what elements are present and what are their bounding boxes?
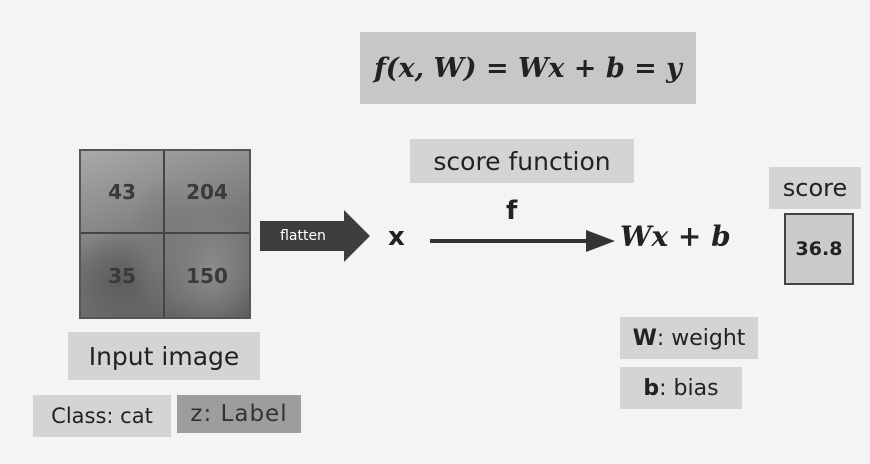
flatten-label: flatten (280, 228, 326, 244)
pixel-value: 150 (186, 263, 228, 288)
class-label: Class: cat (33, 395, 171, 437)
bias-text: : bias (659, 375, 719, 401)
z-label: z: Label (177, 395, 301, 433)
function-arrow (430, 230, 615, 252)
result-expression: Wx + b (620, 220, 731, 253)
score-function-label: score function (410, 139, 634, 183)
function-symbol: f (506, 196, 518, 226)
pixel-value: 43 (81, 151, 165, 234)
weight-text: : weight (656, 325, 746, 351)
score-label: score (769, 167, 861, 209)
weight-key: W (632, 325, 657, 351)
bias-legend: b: bias (620, 367, 742, 409)
flatten-arrow (260, 210, 370, 262)
score-formula: f(x, W) = Wx + b = y (360, 32, 696, 104)
pixel-value: 204 (165, 151, 249, 234)
input-image-label: Input image (68, 332, 260, 380)
input-vector-symbol: x (388, 222, 405, 252)
input-image-grid: 43 204 35 150 (79, 149, 251, 319)
weight-legend: W: weight (620, 317, 758, 359)
pixel-value: 35 (81, 234, 165, 317)
score-value-box: 36.8 (784, 213, 854, 285)
bias-key: b (643, 375, 660, 401)
